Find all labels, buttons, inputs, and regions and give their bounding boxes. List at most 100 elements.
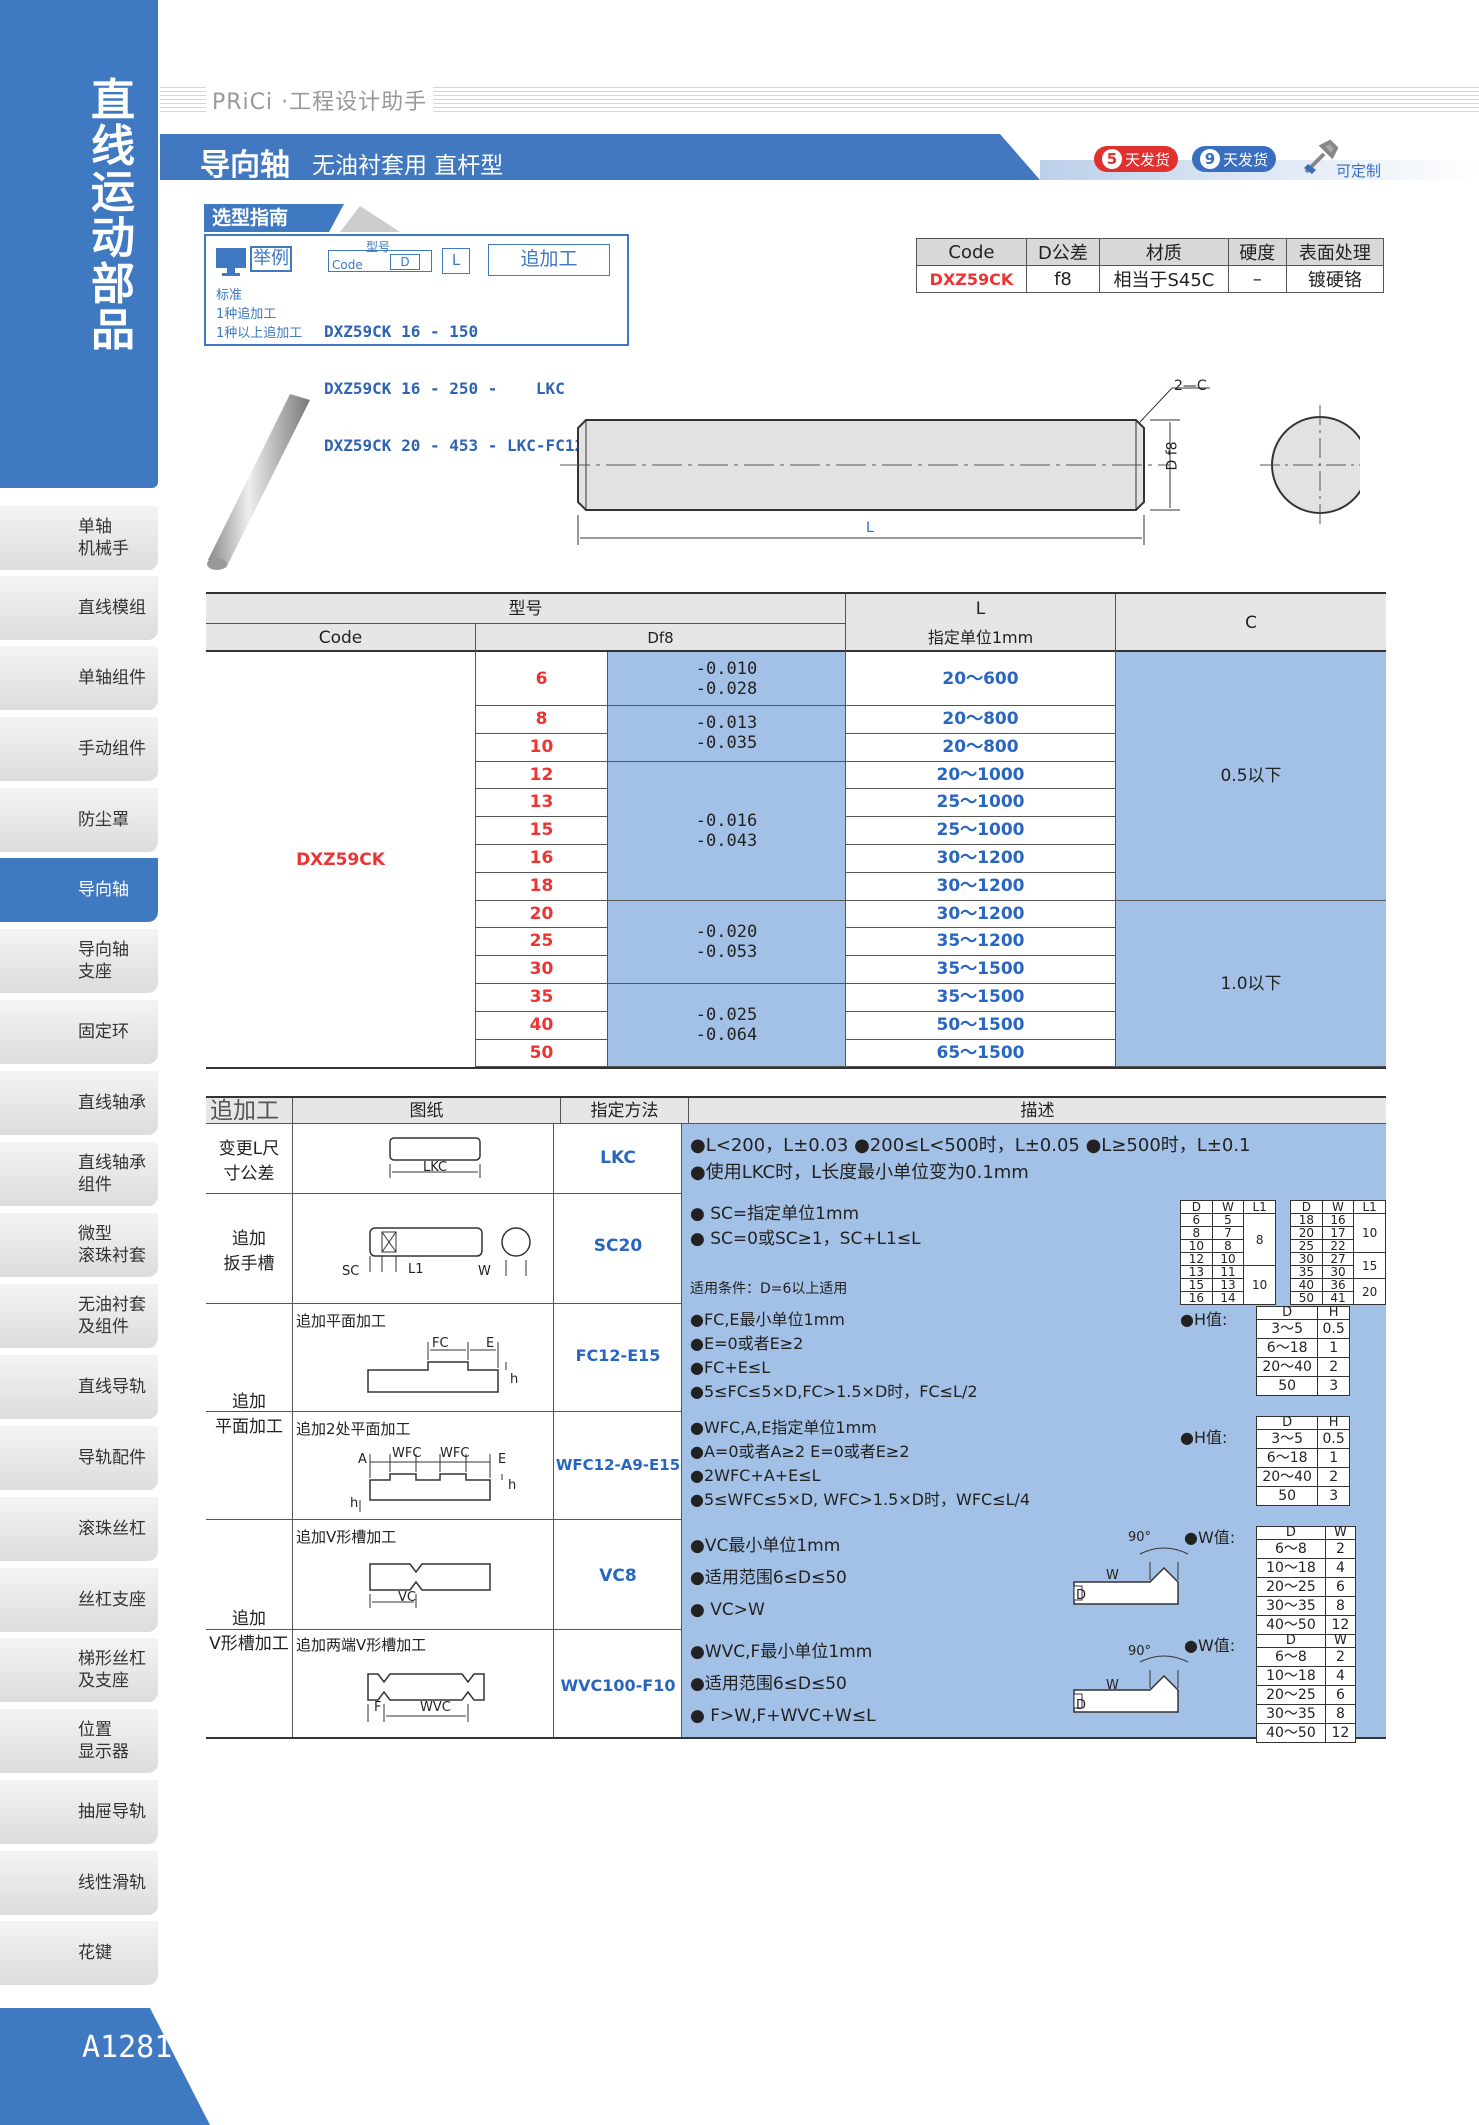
spec-code: DXZ59CK bbox=[296, 850, 385, 870]
flat-group-name: 追加 平面加工 bbox=[215, 1392, 283, 1437]
desc-cell bbox=[682, 1124, 1386, 1194]
custom-label: 可定制 bbox=[1336, 162, 1382, 180]
spec-d-cell: 10 bbox=[476, 733, 608, 762]
sc-code: SC20 bbox=[593, 1236, 643, 1256]
spec-c-cell: 0.5以下 bbox=[1116, 652, 1386, 901]
sidebar-item[interactable]: 直线轴承 组件 bbox=[0, 1142, 158, 1206]
desc-line: ●2WFC+A+E≤L bbox=[690, 1466, 821, 1485]
mini-cell: 3 bbox=[1317, 1376, 1350, 1396]
mini-cell: 2 bbox=[1324, 1539, 1357, 1559]
mini-header: L1 bbox=[1243, 1200, 1276, 1214]
example-label: 举例 bbox=[250, 246, 292, 272]
sidebar-item[interactable]: 微型 滚珠衬套 bbox=[0, 1213, 158, 1277]
badge-text: 天发货 bbox=[1125, 150, 1171, 169]
vc-code: VC8 bbox=[599, 1566, 637, 1586]
wfc-title: 追加2处平面加工 bbox=[296, 1420, 411, 1438]
sidebar-item[interactable]: 直线导轨 bbox=[0, 1355, 158, 1419]
spec-code-cell: DXZ59CK bbox=[206, 652, 476, 1068]
category-panel: 直线运动部品 bbox=[0, 0, 158, 488]
material-header: D公差 bbox=[1025, 238, 1101, 266]
sidebar-item[interactable]: 位置 显示器 bbox=[0, 1709, 158, 1773]
mini-cell: 0.5 bbox=[1317, 1319, 1350, 1339]
vc-desc: ●VC最小单位1mm ●适用范围6≤D≤50 ● VC>W bbox=[690, 1530, 847, 1626]
material-header-row: Code D公差 材质 硬度 表面处理 bbox=[916, 238, 1385, 266]
desc-line: ●WFC,A,E指定单位1mm bbox=[690, 1418, 877, 1437]
material-cell: f8 bbox=[1025, 265, 1101, 293]
mini-cell: 13 bbox=[1180, 1265, 1213, 1279]
sidebar-item[interactable]: 防尘罩 bbox=[0, 788, 158, 852]
sidebar-item[interactable]: 滚珠丝杠 bbox=[0, 1497, 158, 1561]
mini-cell: 12 bbox=[1324, 1615, 1357, 1635]
drawing-cell bbox=[292, 1520, 554, 1630]
wfc-drawing bbox=[359, 1454, 503, 1512]
mini-header: D bbox=[1256, 1634, 1326, 1648]
spec-d-cell: 8 bbox=[476, 706, 608, 734]
desc-line: ●L<200，L±0.03 ●200≤L<500时，L±0.05 ●L≥500时… bbox=[690, 1135, 1251, 1156]
spec-d-cell: 40 bbox=[476, 1011, 608, 1040]
sc-name: 追加 扳手槽 bbox=[223, 1229, 275, 1274]
mini-cell: 50 bbox=[1290, 1291, 1323, 1305]
mini-cell: 12 bbox=[1180, 1252, 1213, 1266]
sidebar-item[interactable]: 导向轴 bbox=[0, 858, 158, 922]
sidebar-item[interactable]: 导轨配件 bbox=[0, 1426, 158, 1490]
drawing-cell bbox=[292, 1304, 554, 1412]
sidebar-item[interactable]: 抽屉导轨 bbox=[0, 1780, 158, 1844]
sidebar-item[interactable]: 花键 bbox=[0, 1921, 158, 1985]
mini-header: W bbox=[1211, 1200, 1245, 1214]
mini-cell: 25 bbox=[1290, 1239, 1323, 1253]
sidebar-item[interactable]: 线性滑轨 bbox=[0, 1851, 158, 1915]
l-label: L bbox=[442, 248, 470, 274]
guide-row-labels: 标准 1种追加工 1种以上追加工 bbox=[216, 286, 302, 343]
mini-cell: 50 bbox=[1255, 1486, 1319, 1506]
mini-cell: 10 bbox=[1243, 1265, 1276, 1305]
material-header: 硬度 bbox=[1227, 238, 1287, 266]
sidebar-item[interactable]: 直线轴承 bbox=[0, 1071, 158, 1135]
brand-text: PRiCi ·工程设计助手 bbox=[206, 84, 434, 116]
desc-line: ● VC>W bbox=[690, 1600, 765, 1620]
sidebar-item[interactable]: 导向轴 支座 bbox=[0, 929, 158, 993]
sidebar-item[interactable]: 单轴组件 bbox=[0, 646, 158, 710]
sidebar-item[interactable]: 丝杠支座 bbox=[0, 1568, 158, 1632]
mini-cell: 6～18 bbox=[1255, 1338, 1319, 1358]
mini-cell: 8 bbox=[1211, 1239, 1245, 1253]
method-cell bbox=[554, 1412, 682, 1520]
sidebar-item[interactable]: 直线模组 bbox=[0, 576, 158, 640]
mini-cell: 1 bbox=[1317, 1448, 1350, 1468]
page-number: A1281 bbox=[0, 2008, 210, 2125]
badge-number: 9 bbox=[1200, 149, 1220, 169]
desc-line: ●WVC,F最小单位1mm bbox=[690, 1642, 873, 1662]
spec-l-cell: 20～800 bbox=[846, 733, 1116, 762]
mini-cell: 20～40 bbox=[1255, 1467, 1319, 1487]
sidebar-item[interactable]: 固定环 bbox=[0, 1000, 158, 1064]
mini-cell: 12 bbox=[1324, 1723, 1357, 1743]
method-cell bbox=[554, 1630, 682, 1738]
fc-label: h bbox=[510, 1372, 519, 1387]
sidebar-item[interactable]: 梯形丝杠 及支座 bbox=[0, 1638, 158, 1702]
material-header: Code bbox=[916, 238, 1027, 266]
vc-w-title: ●W值: bbox=[1184, 1528, 1236, 1547]
spec-l-cell: 20～800 bbox=[846, 706, 1116, 734]
lkc-name: 变更L尺 寸公差 bbox=[218, 1139, 280, 1184]
guide-row-value: DXZ59CK 16 - 150 bbox=[324, 322, 479, 341]
sc-label: SC bbox=[342, 1264, 360, 1279]
method-cell bbox=[554, 1124, 682, 1194]
guide-tab-deco bbox=[340, 206, 400, 232]
wfc-label: h bbox=[508, 1478, 517, 1493]
selection-guide: 举例 型号 Code D L 追加工 标准 1种追加工 1种以上追加工 DXZ5… bbox=[204, 234, 629, 455]
tolerance-lower: -0.064 bbox=[695, 1025, 758, 1046]
mini-cell: 10～18 bbox=[1256, 1666, 1326, 1686]
sidebar-item[interactable]: 无油衬套 及组件 bbox=[0, 1284, 158, 1348]
sidebar-item[interactable]: 手动组件 bbox=[0, 717, 158, 781]
wfc-label: h bbox=[350, 1496, 359, 1511]
sidebar-item[interactable]: 单轴 机械手 bbox=[0, 506, 158, 570]
vc-angle: 90° bbox=[1128, 1530, 1152, 1545]
